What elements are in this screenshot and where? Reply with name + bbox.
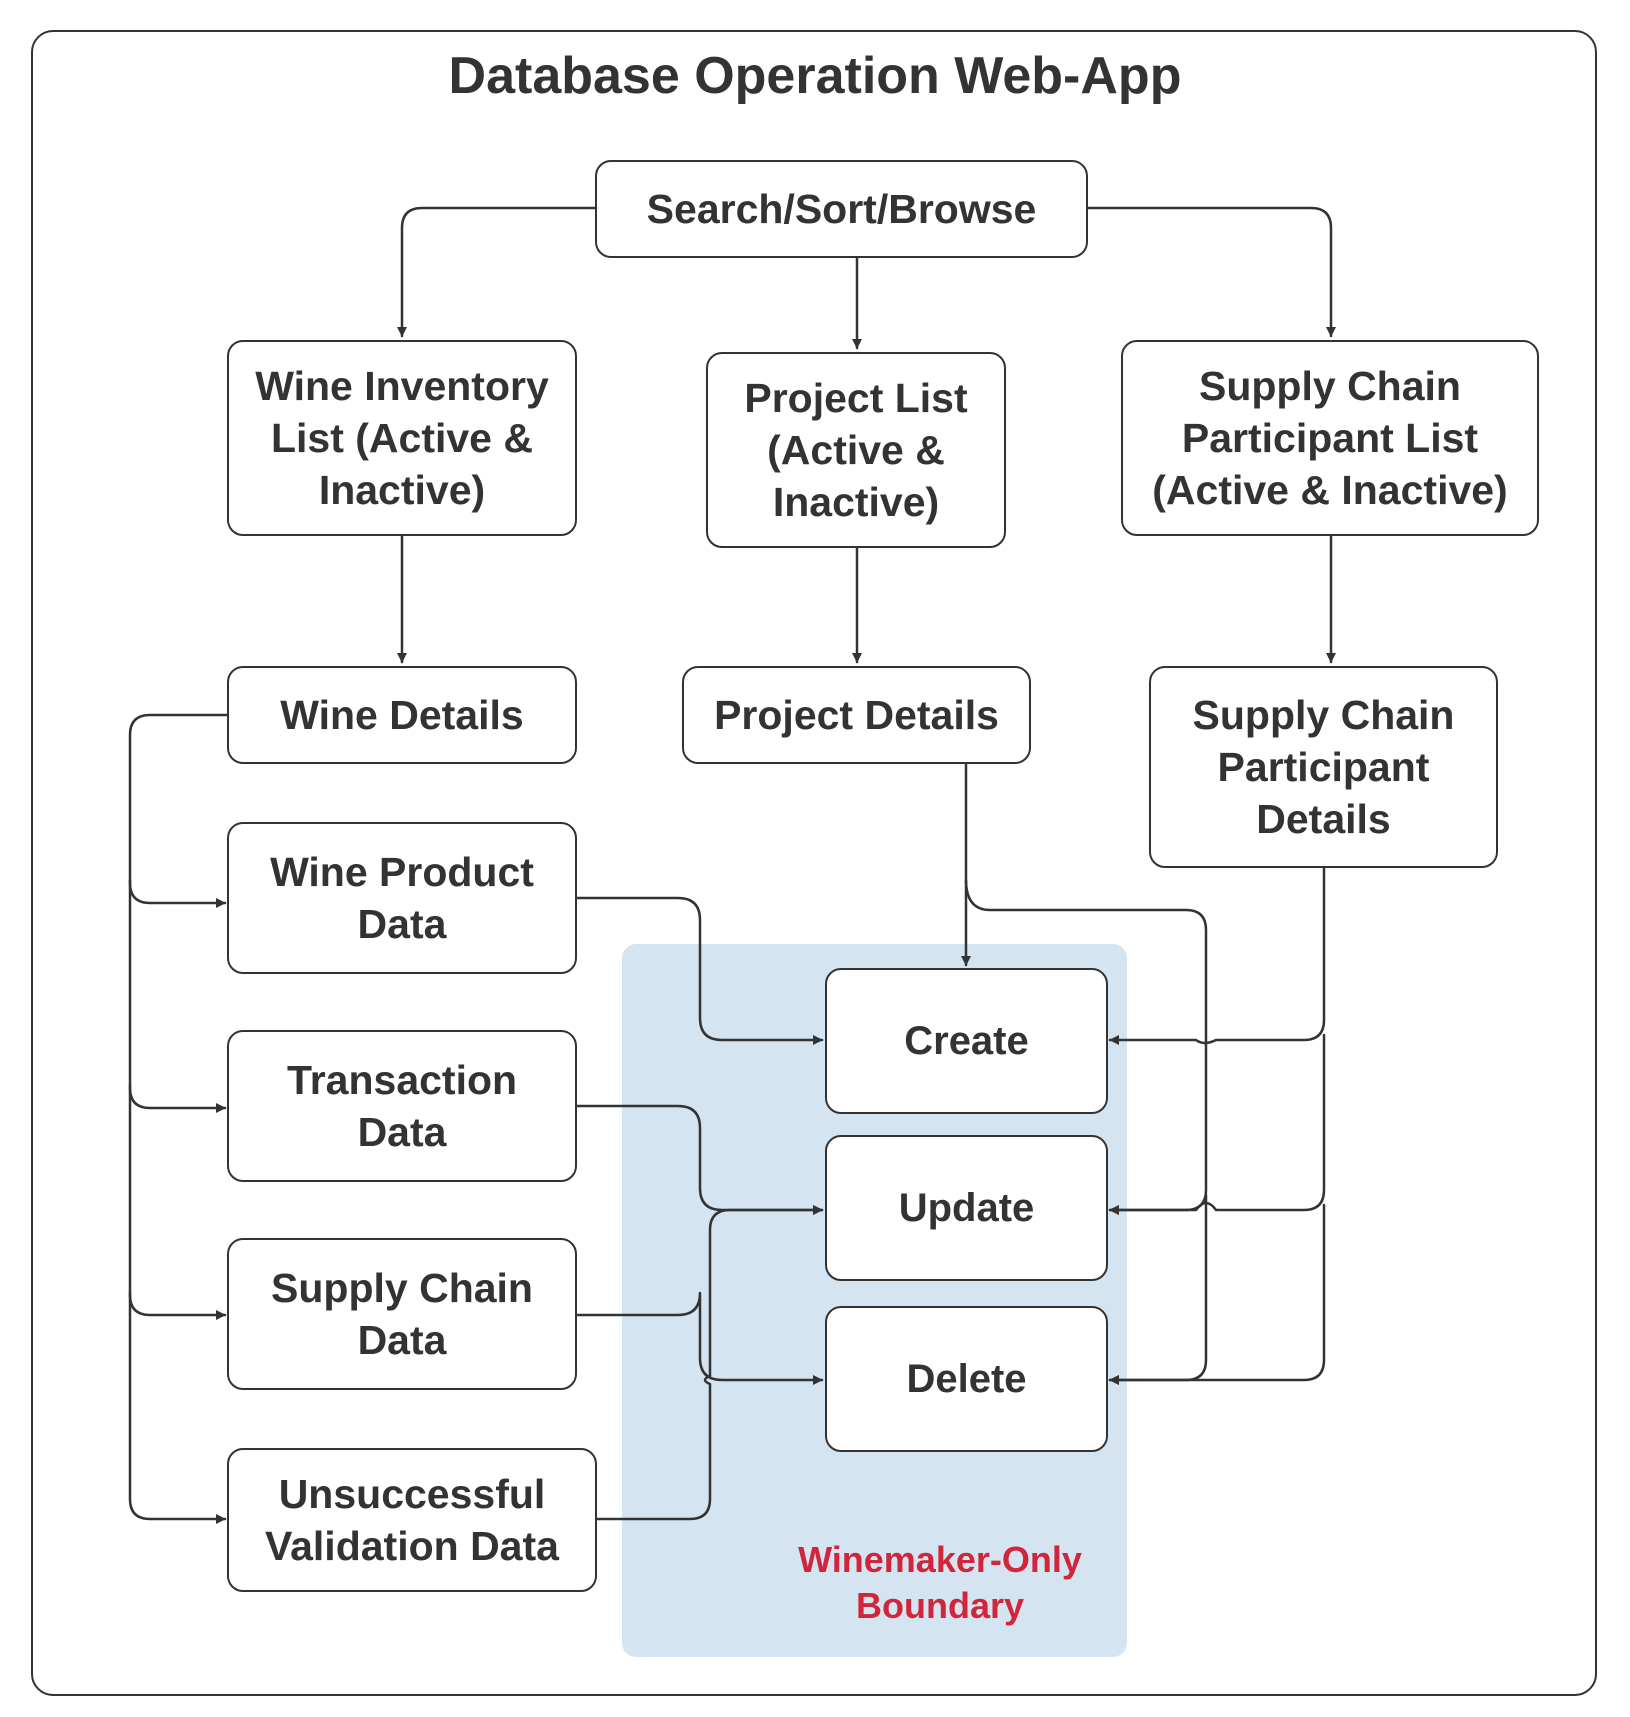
edge-wine-details-to-wine-product-data [128, 713, 229, 908]
edge-project-details-to-delete [1108, 1193, 1208, 1385]
supply-chain-data-node: Supply Chain Data [227, 1238, 577, 1390]
edge-wine-details-to-supply-chain-data [128, 1083, 227, 1320]
diagram-title: Database Operation Web-App [448, 47, 1182, 105]
wine-product-data-node: Wine Product Data [227, 822, 577, 974]
edge-search-to-supply-chain-list [1086, 206, 1336, 338]
create-operation-node: Create [825, 968, 1108, 1114]
edge-wine-details-to-transaction-data [128, 878, 227, 1113]
project-list-node: Project List (Active & Inactive) [706, 352, 1006, 548]
wine-details-node: Wine Details [227, 666, 577, 764]
transaction-data-node: Transaction Data [227, 1030, 577, 1182]
edge-supply-chain-details-to-delete [1108, 1203, 1326, 1385]
edge-wine-product-data-to-create [574, 896, 824, 1045]
edge-supply-chain-details-to-create [1108, 866, 1326, 1045]
supply-chain-participant-list-node: Supply Chain Participant List (Active & … [1121, 340, 1539, 536]
update-operation-node: Update [825, 1135, 1108, 1281]
edge-supply-chain-data-to-delete [574, 1291, 824, 1385]
edge-validation-data-to-update [594, 1205, 824, 1521]
search-sort-browse-node: Search/Sort/Browse [595, 160, 1088, 258]
delete-operation-node: Delete [825, 1306, 1108, 1452]
unsuccessful-validation-data-node: Unsuccessful Validation Data [227, 1448, 597, 1592]
project-details-node: Project Details [682, 666, 1031, 764]
edge-wine-details-to-validation-data [128, 1290, 227, 1524]
edge-search-to-wine-inventory [397, 206, 597, 338]
wine-inventory-list-node: Wine Inventory List (Active & Inactive) [227, 340, 577, 536]
edge-transaction-data-to-update [574, 1104, 824, 1215]
edge-supply-chain-details-to-update [1108, 1033, 1326, 1215]
boundary-label: Winemaker-Only Boundary [798, 1539, 1082, 1626]
supply-chain-participant-details-node: Supply Chain Participant Details [1149, 666, 1498, 868]
